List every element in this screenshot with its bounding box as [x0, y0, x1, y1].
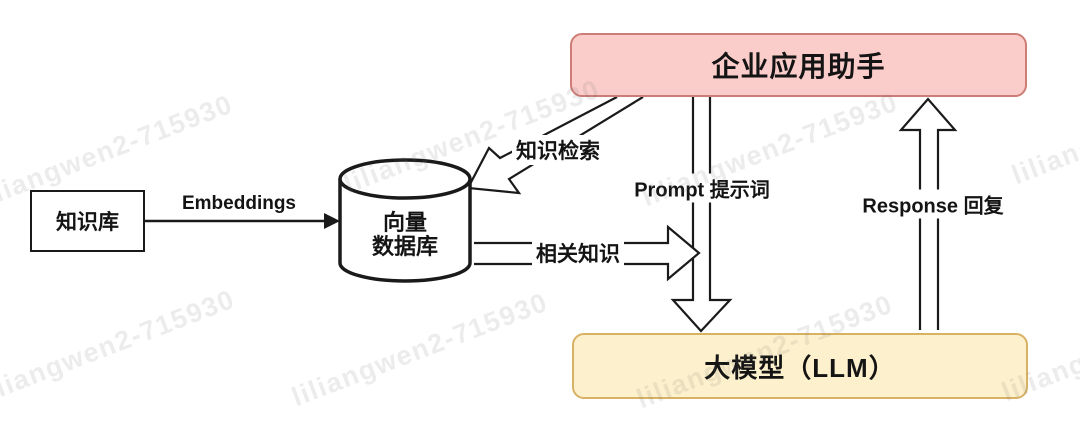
prompt-arrow [670, 97, 733, 333]
vector-db-cylinder-body [338, 179, 472, 283]
vector-db-label-line1: 向量 [382, 210, 427, 235]
node-llm: 大模型（LLM） [572, 333, 1028, 399]
llm-label: 大模型（LLM） [704, 352, 896, 383]
response-edge-label: Response 回复 [858, 189, 1008, 219]
embeddings-arrowhead [324, 213, 340, 229]
node-enterprise-assistant: 企业应用助手 [570, 33, 1027, 97]
node-knowledge-base: 知识库 [30, 190, 145, 252]
knowledge-retrieval-edge-label: 知识检索 [512, 135, 604, 165]
knowledge-base-label: 知识库 [56, 211, 119, 234]
prompt-edge-label: Prompt 提示词 [630, 173, 774, 203]
vector-db-label-line2: 数据库 [371, 234, 438, 259]
vector-db-label: 向量 数据库 [340, 211, 470, 259]
enterprise-assistant-label: 企业应用助手 [711, 51, 886, 82]
vector-db-cylinder-top [338, 158, 472, 200]
embeddings-edge-label: Embeddings [181, 193, 297, 214]
related-knowledge-edge-label: 相关知识 [532, 238, 624, 268]
